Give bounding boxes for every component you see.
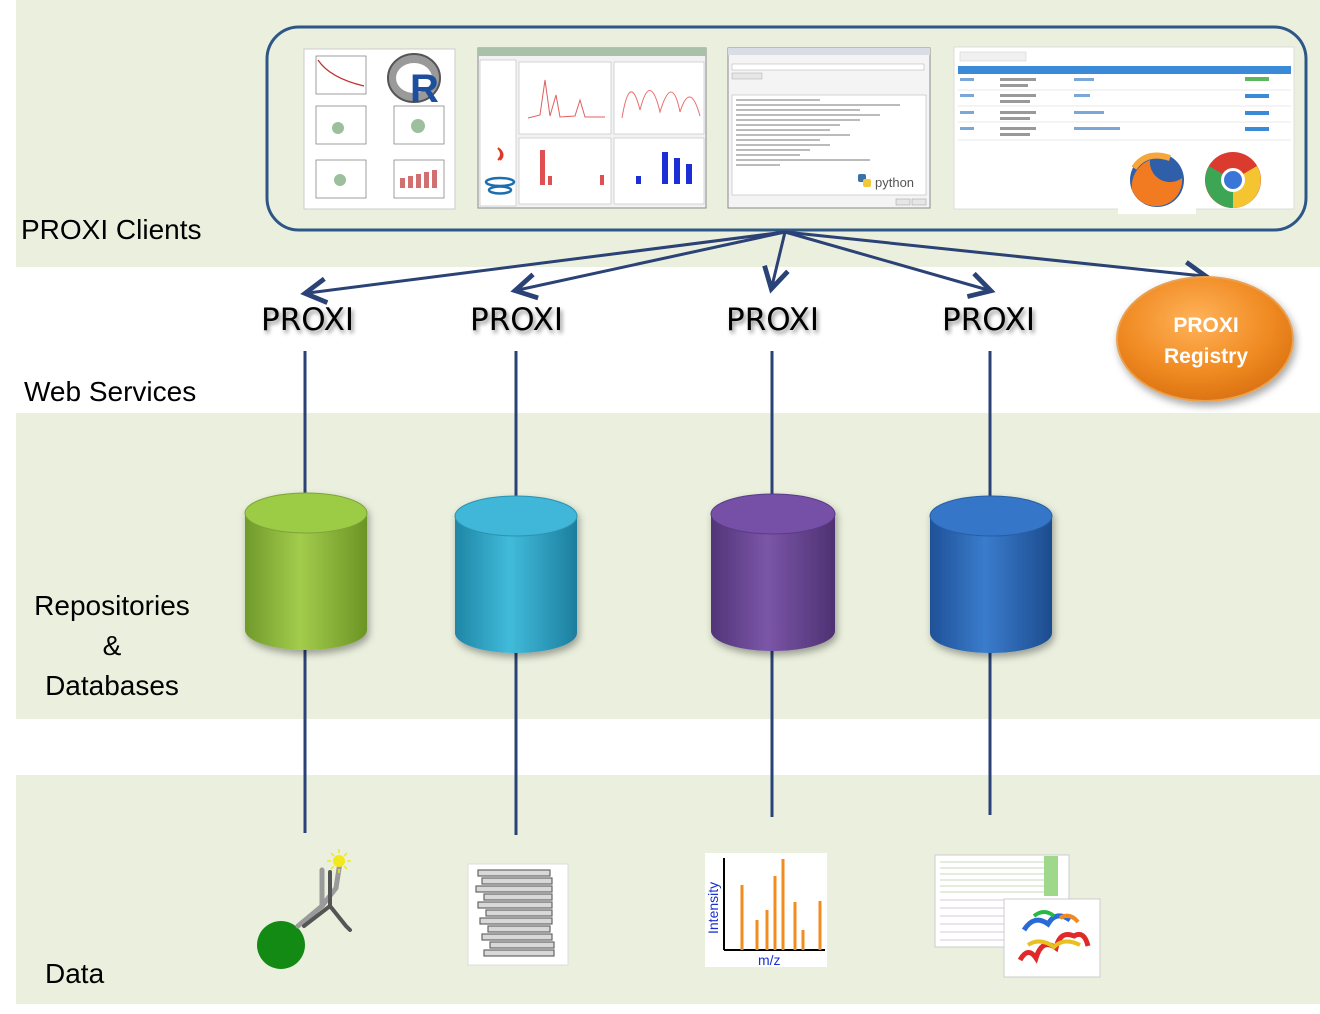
protein-structure-icon xyxy=(934,854,1101,978)
proxi-service-1: PROXI xyxy=(261,302,355,338)
label-web-services: Web Services xyxy=(24,376,197,407)
label-repositories-databases: Repositories & Databases xyxy=(22,586,202,706)
firefox-icon xyxy=(1130,152,1184,207)
java-icon xyxy=(484,147,516,195)
cylinder-purple xyxy=(710,493,836,651)
proxi-registry-label: PROXI Registry xyxy=(1118,310,1294,372)
spectrum-y-label: Intensity xyxy=(705,882,721,934)
registry-line-2: Registry xyxy=(1163,345,1249,368)
label-proxi-clients: PROXI Clients xyxy=(21,214,202,245)
repositories-band xyxy=(16,413,1320,719)
arrow-to-proxi-4 xyxy=(784,230,996,299)
arrow-to-registry xyxy=(784,230,1211,289)
cylinder-cyan xyxy=(454,495,578,653)
proxi-service-2: PROXI xyxy=(470,302,564,338)
chrome-icon xyxy=(1205,152,1261,208)
label-repositories: Repositories xyxy=(34,590,190,621)
proxi-service-3: PROXI xyxy=(726,302,820,338)
data-band xyxy=(16,775,1320,1004)
arrow-to-proxi-1 xyxy=(300,230,786,305)
label-databases: Databases xyxy=(45,670,179,701)
arrow-to-proxi-3 xyxy=(762,231,790,294)
proxi-registry-node xyxy=(1116,276,1294,402)
label-data: Data xyxy=(45,958,105,989)
python-logo-text: python xyxy=(875,175,914,190)
registry-line-1: PROXI xyxy=(1173,314,1239,337)
web-browser-thumbnail xyxy=(953,46,1295,214)
r-plots-thumbnail: R xyxy=(303,48,456,210)
cylinder-blue xyxy=(929,495,1053,653)
antibody-icon xyxy=(257,849,352,969)
client-arrows xyxy=(300,230,1211,305)
spectrum-icon: Intensity m/z xyxy=(705,853,827,968)
paper-stack-icon xyxy=(467,863,569,966)
r-logo-letter: R xyxy=(410,67,439,111)
clients-frame xyxy=(265,25,1308,232)
python-logo-icon xyxy=(858,174,871,187)
label-ampersand: & xyxy=(102,630,122,661)
cylinder-green xyxy=(244,492,368,650)
connector-lines xyxy=(303,351,992,835)
arrow-to-proxi-2 xyxy=(510,230,786,301)
python-console-thumbnail: python xyxy=(727,47,931,209)
spectrum-peaks xyxy=(740,859,822,950)
spectrum-x-label: m/z xyxy=(758,952,781,968)
proxi-service-4: PROXI xyxy=(942,302,1036,338)
java-app-thumbnail xyxy=(477,47,707,209)
